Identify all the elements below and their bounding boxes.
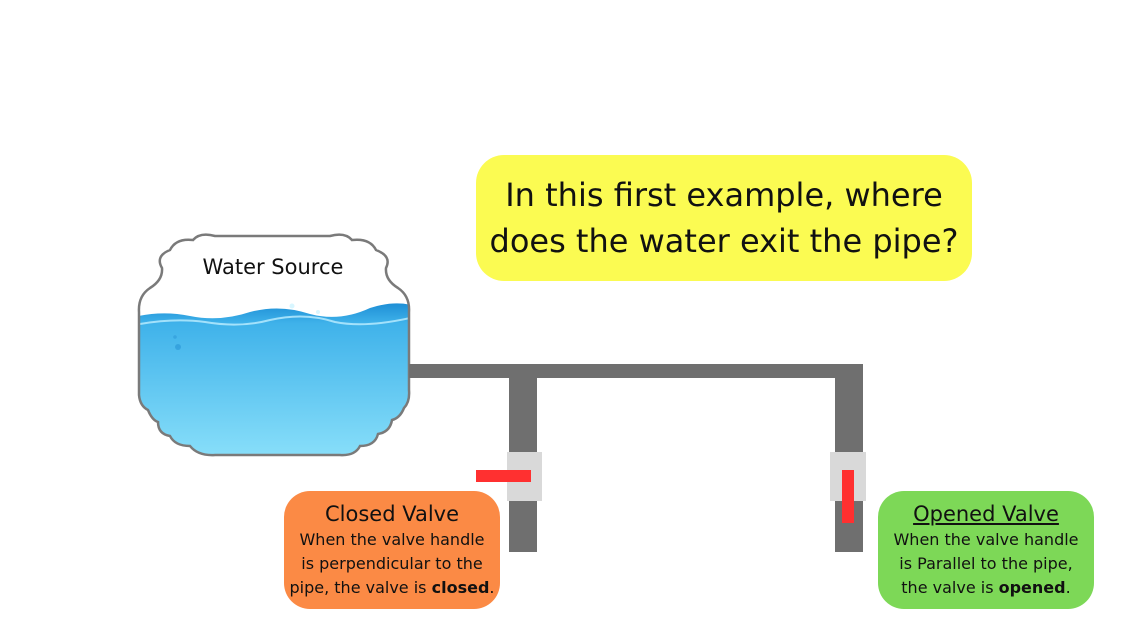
water-source-label: Water Source bbox=[202, 255, 344, 279]
closed-desc-period: . bbox=[489, 578, 495, 597]
opened-valve-callout: Opened Valve When the valve handle is Pa… bbox=[878, 491, 1094, 609]
question-box: In this first example, where does the wa… bbox=[476, 155, 972, 281]
opened-valve-title: Opened Valve bbox=[913, 502, 1059, 526]
opened-desc-line-1: When the valve handle bbox=[893, 530, 1079, 549]
question-line-2: does the water exit the pipe? bbox=[489, 222, 959, 260]
main-pipe bbox=[409, 364, 862, 378]
closed-valve-handle bbox=[476, 470, 531, 482]
water-tank bbox=[137, 233, 411, 457]
opened-valve-handle bbox=[842, 470, 854, 523]
opened-desc-line-3: the valve is bbox=[901, 578, 999, 597]
closed-valve-title: Closed Valve bbox=[325, 502, 459, 526]
closed-valve-description: When the valve handle is perpendicular t… bbox=[284, 528, 500, 600]
question-line-1: In this first example, where bbox=[505, 176, 943, 214]
opened-desc-period: . bbox=[1065, 578, 1071, 597]
closed-desc-line-2: is perpendicular to the bbox=[301, 554, 483, 573]
closed-valve bbox=[476, 452, 542, 501]
closed-desc-line-1: When the valve handle bbox=[299, 530, 485, 549]
opened-valve-description: When the valve handle is Parallel to the… bbox=[878, 528, 1094, 600]
opened-valve bbox=[830, 452, 866, 523]
closed-desc-line-3: pipe, the valve is bbox=[289, 578, 432, 597]
water-fill bbox=[138, 303, 410, 456]
closed-keyword: closed bbox=[431, 578, 490, 597]
opened-keyword: opened bbox=[998, 578, 1066, 597]
opened-desc-line-2: is Parallel to the pipe, bbox=[899, 554, 1073, 573]
closed-valve-callout: Closed Valve When the valve handle is pe… bbox=[284, 491, 500, 609]
